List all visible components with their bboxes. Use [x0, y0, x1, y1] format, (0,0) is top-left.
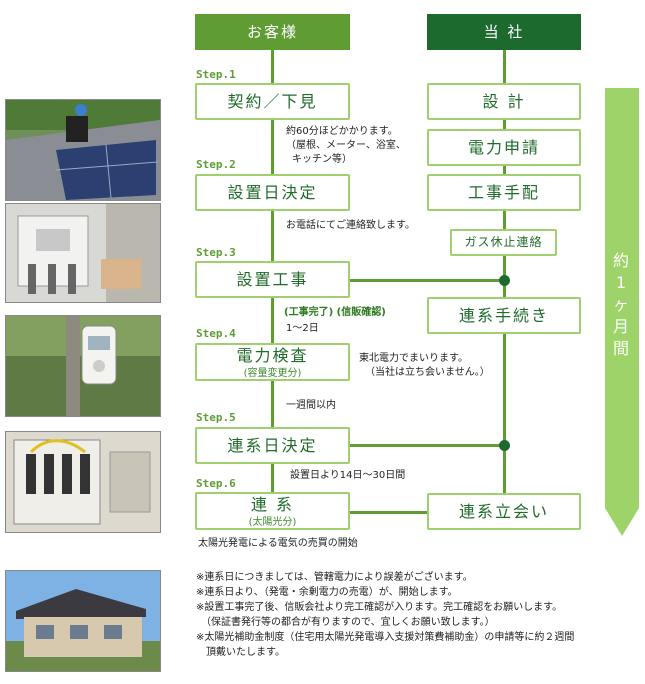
design-label: 設 計 — [482, 92, 526, 111]
connect-box: 連 系 (太陽光分) — [195, 492, 350, 530]
survey-note-line2: （屋根、メーター、浴室、 — [286, 140, 406, 151]
duration-arrow — [605, 88, 639, 536]
power-inspection-label: 電力検査 — [236, 346, 309, 365]
footnote-1: ※連系日につきましては、管轄電力により誤差がございます。 — [196, 572, 473, 583]
install-work-box: 設置工事 — [195, 261, 350, 298]
connect-procedure-box: 連系手続き — [427, 297, 581, 334]
connector-dot-connect-date — [499, 440, 510, 451]
connect-label: 連 系 — [250, 495, 295, 514]
days-1-2-note: 1～2日 — [286, 323, 319, 334]
electric-meter-photo — [5, 315, 161, 417]
survey-note-line3: キッチン等） — [292, 154, 352, 165]
connector-install-line — [350, 279, 505, 282]
contract-survey-label: 契約／下見 — [227, 92, 318, 111]
complete-confirm-note: (工事完了) (信販確認) — [284, 307, 386, 318]
footnote-5: ※太陽光補助金制度（住宅用太陽光発電導入支援対策費補助金）の申請等に約２週間 — [196, 632, 575, 643]
step-6-label: Step.6 — [196, 477, 236, 490]
customer-header: お客様 — [195, 14, 350, 50]
footnote-3: ※設置工事完了後、信販会社より完工確認が入ります。完工確認をお願いします。 — [196, 602, 563, 613]
within-week-note: 一週間以内 — [286, 400, 336, 411]
connect-witness-label: 連系立会い — [458, 502, 549, 521]
step-2-label: Step.2 — [196, 158, 236, 171]
step-1-label: Step.1 — [196, 68, 236, 81]
tohoku-note: 東北電力でまいります。 （当社は立ち会いません。） — [359, 352, 490, 380]
connect-date-box: 連系日決定 — [195, 427, 350, 464]
sale-start-note: 太陽光発電による電気の売買の開始 — [198, 538, 358, 549]
power-application-box: 電力申請 — [427, 129, 581, 166]
construction-arrange-box: 工事手配 — [427, 174, 581, 211]
step-4-label: Step.4 — [196, 327, 236, 340]
duration-char-3: ヶ — [612, 295, 629, 314]
connect-date-label: 連系日決定 — [227, 436, 318, 455]
duration-char-2: 1 — [615, 273, 627, 292]
survey-note: 約60分ほどかかります。 （屋根、メーター、浴室、 キッチン等） — [286, 125, 406, 167]
install-date-box: 設置日決定 — [195, 174, 350, 211]
house-exterior-photo — [5, 570, 161, 672]
days-14-30-note: 設置日より14日～30日間 — [290, 470, 406, 481]
connect-witness-box: 連系立会い — [427, 493, 581, 530]
tohoku-note-line1: 東北電力でまいります。 — [359, 353, 468, 364]
duration-char-5: 間 — [612, 339, 629, 358]
power-inspection-box: 電力検査 (容量変更分) — [195, 343, 350, 381]
company-header: 当 社 — [427, 14, 581, 50]
survey-note-line1: 約60分ほどかかります。 — [286, 126, 398, 137]
design-box: 設 計 — [427, 83, 581, 120]
connector-connect-line — [350, 511, 428, 514]
duration-char-4: 月 — [612, 317, 629, 336]
gas-stop-box: ガス休止連絡 — [450, 229, 557, 256]
tohoku-note-line2: （当社は立ち会いません。） — [365, 367, 490, 378]
connector-connect-date-line — [350, 444, 505, 447]
footnote-2: ※連系日より、（発電・余剰電力の売電）が、開始します。 — [196, 587, 458, 598]
power-inspection-sublabel: (容量変更分) — [243, 368, 302, 379]
connect-procedure-label: 連系手続き — [458, 306, 549, 325]
phone-note: お電話にてご連絡致します。 — [286, 220, 415, 231]
contract-survey-box: 契約／下見 — [195, 83, 350, 120]
footnote-6: 頂戴いたします。 — [196, 647, 285, 658]
connector-dot-install — [499, 275, 510, 286]
duration-label: 約 1 ヶ 月 間 — [606, 250, 636, 360]
distribution-box-photo — [5, 431, 161, 533]
roof-installation-photo — [5, 99, 161, 201]
duration-char-1: 約 — [612, 251, 629, 270]
construction-arrange-label: 工事手配 — [467, 183, 540, 202]
step-3-label: Step.3 — [196, 246, 236, 259]
connect-sublabel: (太陽光分) — [248, 517, 297, 528]
install-work-label: 設置工事 — [236, 270, 309, 289]
footnotes: ※連系日につきましては、管轄電力により誤差がございます。 ※連系日より、（発電・… — [196, 570, 641, 660]
footnote-4: （保証書発行等の都合が有りますので、宜しくお願い致します。） — [196, 617, 495, 628]
power-meter-wiring-photo — [5, 203, 161, 303]
install-date-label: 設置日決定 — [227, 183, 318, 202]
power-application-label: 電力申請 — [467, 138, 540, 157]
gas-stop-label: ガス休止連絡 — [464, 235, 543, 249]
step-5-label: Step.5 — [196, 411, 236, 424]
